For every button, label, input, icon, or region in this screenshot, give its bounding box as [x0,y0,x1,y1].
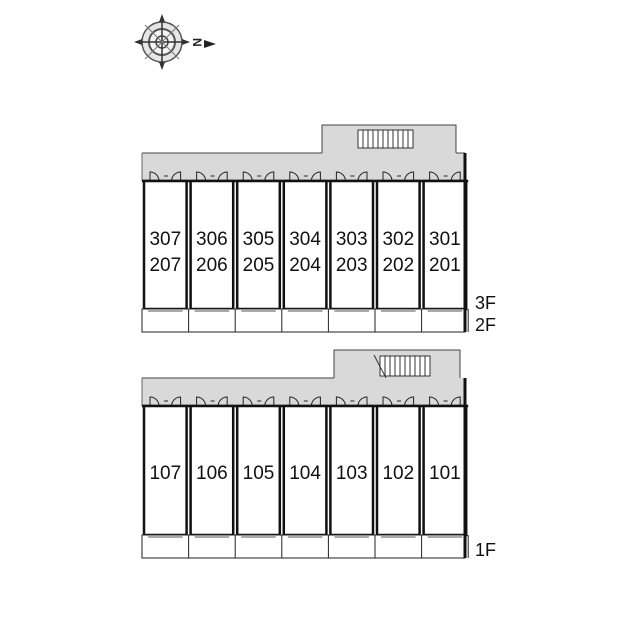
unit-number: 207 [149,255,181,276]
unit-number: 303 [336,229,368,250]
unit-number: 203 [336,255,368,276]
unit-number: 105 [243,463,275,484]
corridor-upper [142,153,465,181]
balcony-upper [141,308,466,333]
floor-label-3f: 3F [475,293,496,313]
unit-room [329,404,375,537]
unit-room [422,404,468,537]
upper-block: 307 207 306 206 305 205 304 204 303 203 302 202 301 2… [141,124,496,335]
unit-number: 206 [196,255,228,276]
unit-room [142,179,188,311]
unit-room [189,404,235,537]
balcony-dividers-upper [141,309,469,332]
unit-number: 204 [289,255,321,276]
unit-number: 307 [149,229,181,250]
unit-row-upper: 307 207 306 206 305 205 304 204 303 203 302 202 301 2… [142,179,468,311]
unit-number: 306 [196,229,228,250]
compass: N [134,14,216,70]
stair-icon [357,129,414,149]
unit-room [142,404,188,537]
unit-number: 305 [243,229,275,250]
unit-room [375,179,421,311]
unit-number: 304 [289,229,321,250]
unit-number: 107 [149,463,181,484]
floor-label-2f: 2F [475,315,496,335]
stair-frame [357,129,414,149]
lower-block: 107 106 105 104 103 102 101 1F [141,349,496,560]
unit-room [329,179,375,311]
unit-number: 104 [289,463,321,484]
corridor-lower [142,378,465,406]
unit-number: 205 [243,255,275,276]
unit-room [282,179,328,311]
north-arrow-icon [204,40,216,48]
balcony-dividers-lower [141,535,469,558]
unit-row-lower: 107 106 105 104 103 102 101 [142,404,468,537]
stair-icon [373,354,431,379]
unit-number: 202 [382,255,414,276]
unit-room [422,179,468,311]
compass-north-label: N [190,38,204,47]
unit-number: 101 [429,463,461,484]
balcony-lower [141,534,466,559]
unit-number: 102 [382,463,414,484]
unit-number: 201 [429,255,461,276]
unit-room [235,179,282,311]
unit-number: 103 [336,463,368,484]
unit-number: 302 [382,229,414,250]
compass-rose-icon [134,14,190,70]
unit-number: 301 [429,229,461,250]
unit-room [375,404,421,537]
unit-number: 106 [196,463,228,484]
stair-edge [373,354,387,379]
floor-label-1f: 1F [475,540,496,560]
